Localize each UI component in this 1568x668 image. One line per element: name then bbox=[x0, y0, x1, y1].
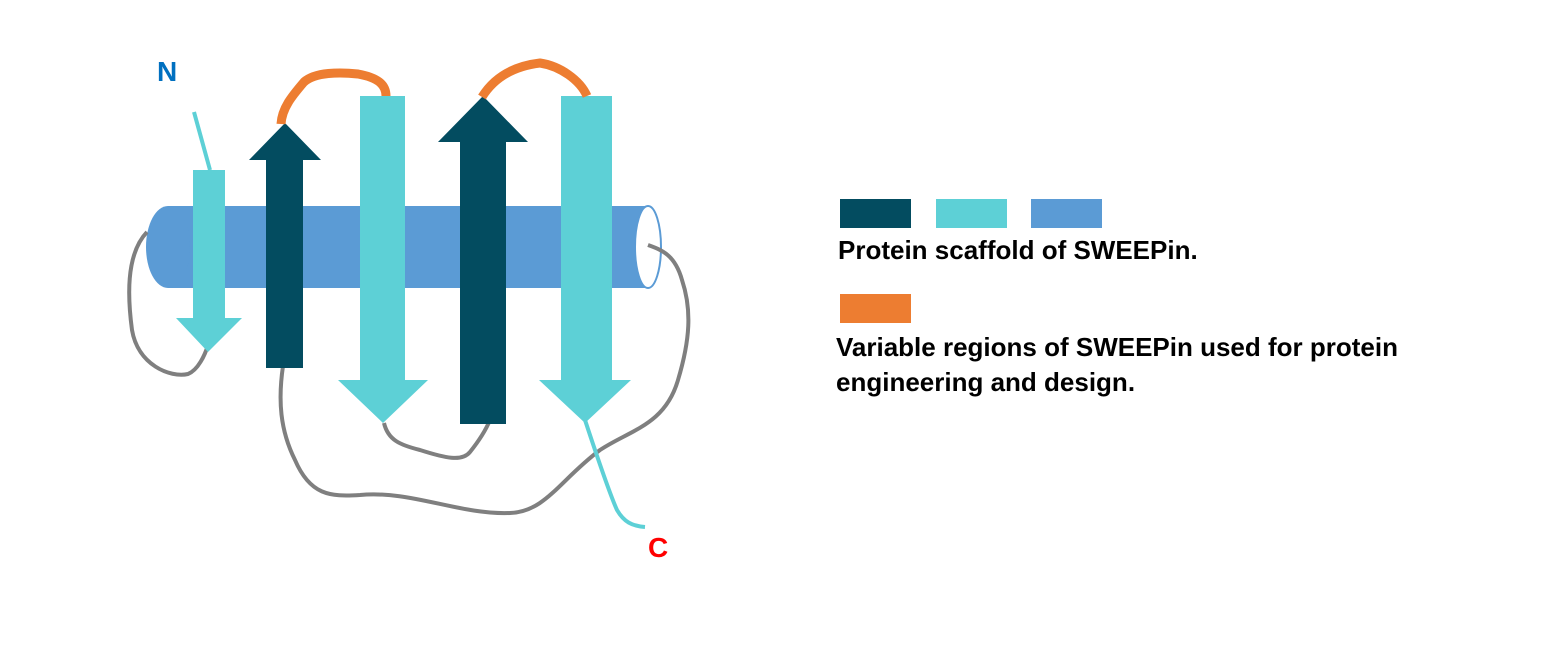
beta-strand-3 bbox=[338, 96, 428, 423]
legend-scaffold-text: Protein scaffold of SWEEPin. bbox=[838, 235, 1198, 265]
c-terminus-line bbox=[583, 419, 646, 529]
beta-strand-5 bbox=[539, 96, 631, 423]
legend-swatch-variable-region bbox=[840, 294, 911, 323]
beta-strand-4 bbox=[438, 96, 528, 424]
legend-variable-text-line1: Variable regions of SWEEPin used for pro… bbox=[836, 332, 1398, 362]
variable-loop-2 bbox=[478, 58, 592, 100]
legend-swatch-helix bbox=[1031, 199, 1102, 228]
legend-variable-text-line2: engineering and design. bbox=[836, 367, 1136, 397]
n-terminus-line bbox=[192, 111, 212, 171]
loop-strand3-strand4 bbox=[382, 419, 492, 460]
variable-loop-1 bbox=[276, 68, 391, 125]
n-terminus-label: N bbox=[157, 56, 178, 87]
beta-strand-2 bbox=[249, 123, 321, 368]
legend-swatch-dark-strand bbox=[840, 199, 911, 228]
loop-helix-strand1 bbox=[127, 230, 210, 377]
loop-strand2-to-helix bbox=[278, 243, 691, 516]
beta-strand-1 bbox=[176, 170, 242, 352]
legend-swatch-light-strand bbox=[936, 199, 1007, 228]
c-terminus-label: C bbox=[648, 532, 669, 563]
